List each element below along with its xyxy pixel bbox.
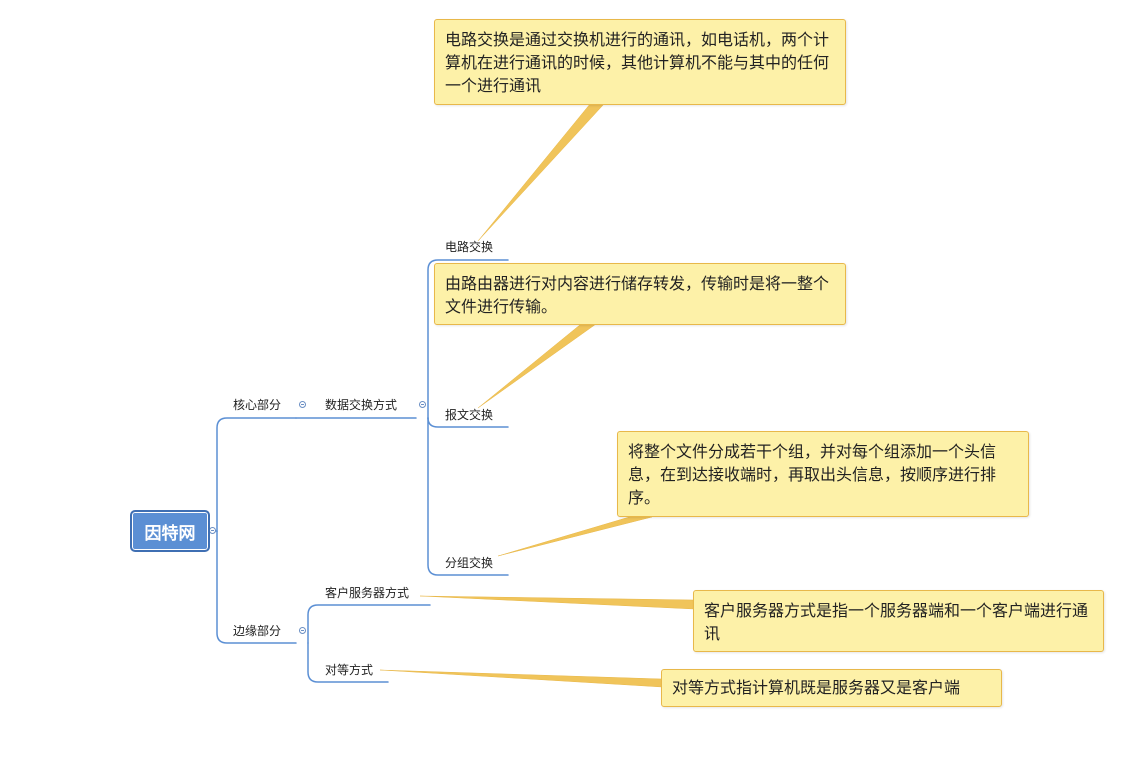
leaf-message[interactable]: 报文交换	[445, 407, 493, 423]
subtopic-client-server[interactable]: 客户服务器方式	[325, 585, 409, 601]
root-topic-label: 因特网	[144, 523, 196, 544]
branch-core-label: 核心部分	[233, 398, 282, 412]
leaf-packet[interactable]: 分组交换	[445, 555, 493, 571]
subtopic-data-exchange[interactable]: 数据交换方式	[325, 397, 397, 413]
leaf-circuit-label: 电路交换	[445, 240, 494, 254]
callout-circuit	[477, 103, 605, 242]
subtopic-data-exchange-label: 数据交换方式	[325, 398, 398, 412]
note-packet: 将整个文件分成若干个组，并对每个组添加一个头信息，在到达接收端时，再取出头信息，…	[617, 431, 1029, 517]
core-collapse-toggle[interactable]	[299, 401, 306, 408]
branch-core[interactable]: 核心部分	[233, 397, 281, 413]
leaf-circuit[interactable]: 电路交换	[445, 239, 493, 255]
note-p2p: 对等方式指计算机既是服务器又是客户端	[661, 669, 1002, 707]
callout-p2p	[379, 669, 663, 688]
note-p2p-text: 对等方式指计算机既是服务器又是客户端	[672, 678, 961, 697]
edge-data-circuit	[427, 259, 509, 419]
branch-edge-label: 边缘部分	[233, 624, 282, 638]
note-packet-text: 将整个文件分成若干个组，并对每个组添加一个头信息，在到达接收端时，再取出头信息，…	[628, 442, 997, 507]
note-message-text: 由路由器进行对内容进行储存转发，传输时是将一整个文件进行传输。	[445, 274, 830, 316]
note-circuit-text: 电路交换是通过交换机进行的通讯，如电话机，两个计算机在进行通讯的时候，其他计算机…	[445, 30, 830, 95]
callout-client-server	[419, 595, 695, 610]
leaf-packet-label: 分组交换	[445, 556, 494, 570]
root-topic[interactable]: 因特网	[130, 510, 210, 552]
root-collapse-toggle[interactable]	[209, 527, 216, 534]
edge-data-packet	[427, 417, 509, 576]
note-client-server-text: 客户服务器方式是指一个服务器端和一个客户端进行通讯	[704, 601, 1089, 643]
subtopic-p2p-label: 对等方式	[325, 663, 374, 677]
note-client-server: 客户服务器方式是指一个服务器端和一个客户端进行通讯	[693, 590, 1104, 652]
edge-root-core	[209, 417, 297, 532]
subtopic-client-server-label: 客户服务器方式	[325, 586, 410, 600]
leaf-message-label: 报文交换	[445, 408, 494, 422]
data-exchange-collapse-toggle[interactable]	[419, 401, 426, 408]
branch-edge[interactable]: 边缘部分	[233, 623, 281, 639]
note-circuit: 电路交换是通过交换机进行的通讯，如电话机，两个计算机在进行通讯的时候，其他计算机…	[434, 19, 846, 105]
callout-message	[477, 323, 597, 409]
callout-packet	[497, 514, 653, 557]
subtopic-p2p[interactable]: 对等方式	[325, 662, 373, 678]
edge-root-edge	[216, 530, 297, 644]
edge-edge-cs	[307, 604, 431, 644]
note-message: 由路由器进行对内容进行储存转发，传输时是将一整个文件进行传输。	[434, 263, 846, 325]
edge-edge-p2p	[307, 642, 389, 683]
edge-collapse-toggle[interactable]	[299, 627, 306, 634]
